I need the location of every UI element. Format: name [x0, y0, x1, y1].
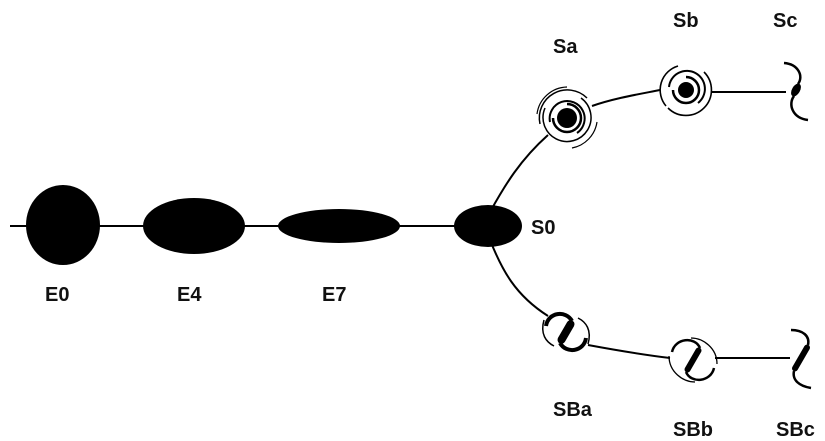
sba-node: [542, 312, 590, 352]
sb-node: [659, 65, 713, 117]
barred-spiral-galaxy-icon: [668, 337, 718, 383]
elliptical-galaxy-icon: [143, 198, 245, 254]
lenticular-galaxy-icon: [454, 205, 522, 247]
barred-spiral-galaxy-icon: [790, 328, 812, 390]
barred-spiral-galaxy-icon: [542, 312, 590, 352]
label-e4: E4: [177, 284, 202, 306]
spiral-galaxy-icon: [783, 61, 809, 122]
edge-sa-sb: [591, 89, 661, 107]
connector-lines: [10, 89, 790, 359]
spiral-galaxy-icon: [659, 65, 713, 117]
label-e0: E0: [45, 284, 69, 306]
edge-sba-sbb: [587, 344, 671, 359]
sc-node: [783, 61, 809, 122]
sbb-node: [668, 337, 718, 383]
label-sb: Sb: [673, 10, 699, 32]
label-sc: Sc: [773, 10, 797, 32]
e4-node: [143, 198, 245, 254]
spiral-galaxy-icon: [536, 86, 598, 149]
edge-s0-sa: [489, 134, 549, 213]
e0-node: [26, 185, 100, 265]
elliptical-galaxy-icon: [26, 185, 100, 265]
label-sbc: SBc: [776, 419, 815, 441]
elliptical-galaxy-icon: [278, 209, 400, 243]
edge-s0-sba: [489, 239, 549, 317]
s0-node: [454, 205, 522, 247]
sa-node: [536, 86, 598, 149]
e7-node: [278, 209, 400, 243]
label-sba: SBa: [553, 399, 593, 421]
label-s0: S0: [531, 217, 555, 239]
label-e7: E7: [322, 284, 346, 306]
label-sa: Sa: [553, 36, 578, 58]
label-sbb: SBb: [673, 419, 713, 441]
sbc-node: [790, 328, 812, 390]
